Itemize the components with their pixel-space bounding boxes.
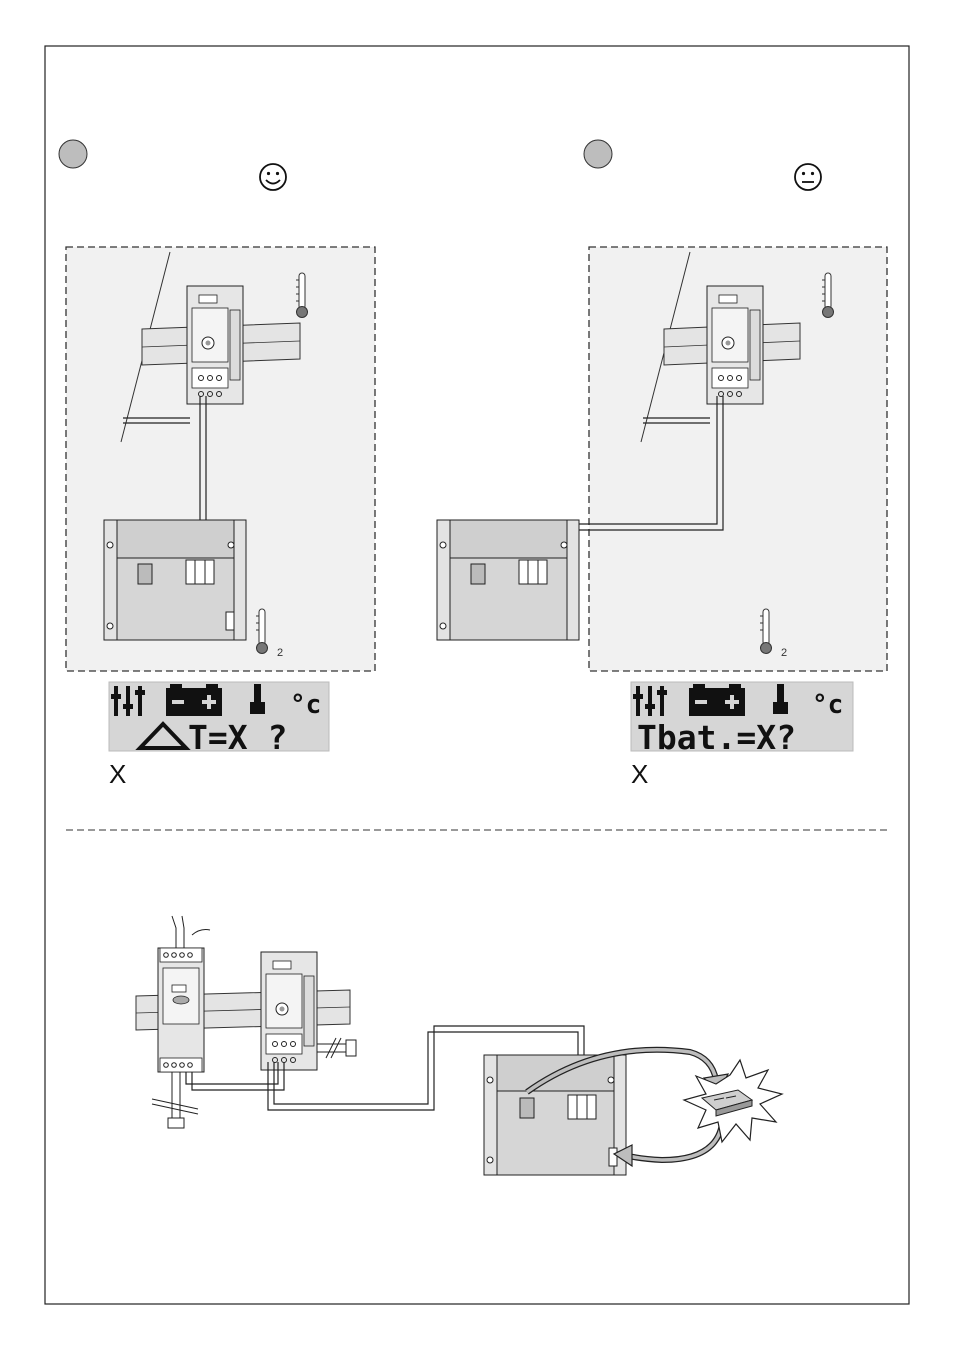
settings-sliders-icon	[111, 686, 145, 716]
smiley-neutral-icon	[795, 164, 821, 190]
settings-sliders-icon	[633, 686, 667, 716]
lcd-display-left: °c T=X ?	[109, 682, 329, 757]
celsius-unit: °c	[290, 690, 321, 720]
battery-icon	[689, 684, 745, 716]
battery-box-right	[437, 520, 579, 640]
power-supply-module	[158, 948, 204, 1072]
battery-icon	[166, 684, 222, 716]
lcd-line2-left: T=X ?	[188, 718, 287, 757]
step-circle-right	[584, 140, 612, 168]
lcd-line2-right: Tbat.=X?	[637, 718, 796, 757]
controller-module-bottom	[261, 952, 317, 1070]
battery-box-left	[104, 520, 246, 640]
relocate-arrow-in	[614, 1124, 722, 1166]
output-cable	[152, 1072, 198, 1128]
value-marker-left: X	[109, 759, 126, 789]
page-frame	[45, 46, 909, 1304]
sensor-mark-left: 2	[277, 647, 283, 659]
step-circle-left	[59, 140, 87, 168]
controller-module-left	[187, 286, 243, 404]
sensor-plug-burst	[684, 1060, 782, 1142]
smiley-happy-icon	[260, 164, 286, 190]
celsius-unit: °c	[812, 690, 843, 720]
lcd-display-right: °c Tbat.=X?	[631, 682, 853, 757]
sensor-mark-right: 2	[781, 647, 787, 659]
input-cable	[172, 916, 210, 948]
controller-module-right	[707, 286, 763, 404]
value-marker-right: X	[631, 759, 648, 789]
side-cable	[317, 1038, 356, 1058]
